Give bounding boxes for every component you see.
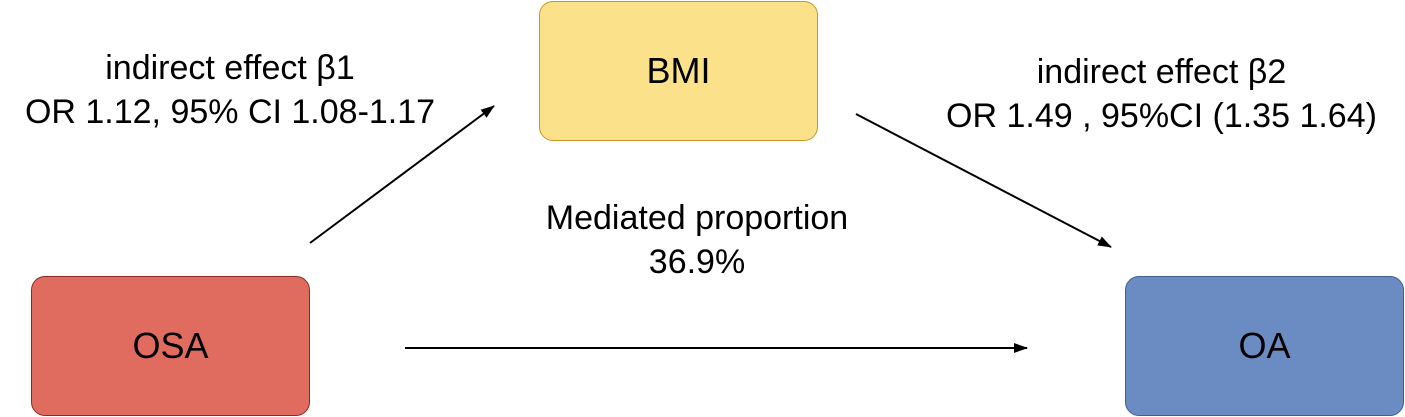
arrow-bmi-to-oa (855, 113, 1112, 248)
arrow-osa-to-bmi (309, 105, 495, 244)
indirect-effect-beta2-value: OR 1.49 , 95%CI (1.35 1.64) (946, 97, 1377, 135)
mediated-proportion-title: Mediated proportion (545, 199, 849, 237)
indirect-effect-beta2-title: indirect effect β2 (1036, 53, 1287, 91)
indirect-effect-beta1-title: indirect effect β1 (105, 49, 355, 87)
osa-node-label: OSA (132, 325, 209, 366)
bmi-node: BMI (539, 1, 818, 141)
oa-node: OA (1125, 276, 1404, 416)
oa-node-label: OA (1238, 325, 1291, 366)
indirect-effect-beta2-label: indirect effect β2 OR 1.49 , 95%CI (1.35… (918, 50, 1405, 138)
osa-node: OSA (31, 276, 310, 416)
indirect-effect-beta1-label: indirect effect β1 OR 1.12, 95% CI 1.08-… (0, 46, 460, 134)
indirect-effect-beta1-value: OR 1.12, 95% CI 1.08-1.17 (24, 93, 436, 131)
bmi-node-label: BMI (646, 50, 711, 91)
mediated-proportion-value: 36.9% (648, 243, 746, 281)
mediated-proportion-label: Mediated proportion 36.9% (497, 196, 897, 284)
